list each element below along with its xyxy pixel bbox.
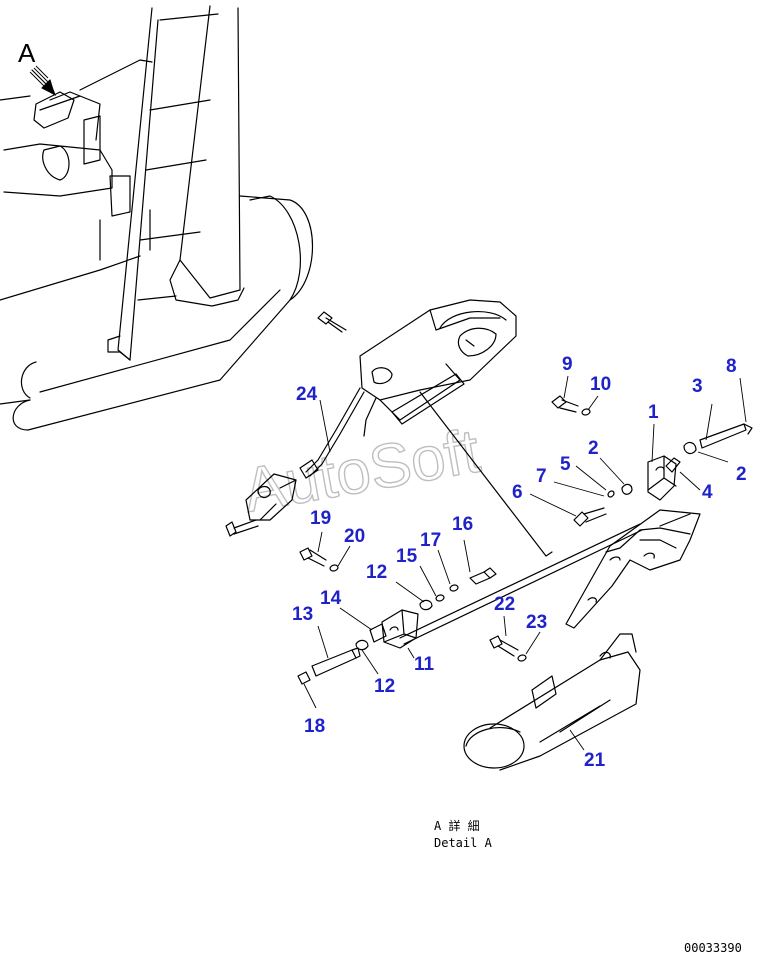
upper-bracket-assembly — [225, 299, 643, 645]
callout-2-upper: 2 — [588, 438, 599, 459]
callout-2-right: 2 — [736, 464, 747, 485]
right-bracket-assembly — [529, 375, 753, 629]
callout-4: 4 — [702, 482, 713, 503]
callout-20: 20 — [344, 526, 365, 547]
callout-19: 19 — [310, 508, 331, 529]
callout-21: 21 — [584, 750, 606, 771]
callout-9: 9 — [562, 354, 573, 375]
callout-23: 23 — [526, 612, 547, 633]
callout-10: 10 — [590, 374, 611, 395]
callout-17: 17 — [420, 530, 441, 551]
detail-caption-japanese: A 詳 細 — [434, 818, 480, 833]
callouts: 1 2 2 3 4 5 6 7 8 9 10 11 12 12 13 14 15… — [292, 354, 747, 771]
callout-15: 15 — [396, 546, 418, 567]
callout-12-upper: 12 — [366, 562, 387, 583]
view-label: A — [18, 38, 36, 68]
callout-6: 6 — [512, 482, 523, 503]
callout-14: 14 — [320, 588, 342, 609]
callout-18: 18 — [304, 716, 325, 737]
callout-8: 8 — [726, 356, 737, 377]
machine-overview: A — [0, 5, 314, 431]
watermark: AutoSoft — [238, 417, 484, 526]
callout-3: 3 — [692, 376, 703, 397]
callout-1: 1 — [648, 402, 659, 423]
callout-11: 11 — [414, 654, 435, 675]
callout-7: 7 — [536, 466, 547, 487]
callout-16: 16 — [452, 514, 473, 535]
callout-12-lower: 12 — [374, 676, 395, 697]
callout-22: 22 — [494, 594, 515, 615]
left-bracket-assembly — [297, 399, 497, 709]
detail-caption-english: Detail A — [434, 836, 493, 850]
callout-24: 24 — [296, 384, 318, 405]
cylinder-assembly — [463, 615, 641, 771]
callout-5: 5 — [560, 454, 571, 475]
drawing-number: 00033390 — [684, 941, 742, 955]
view-arrow-icon — [29, 65, 56, 96]
callout-13: 13 — [292, 604, 313, 625]
